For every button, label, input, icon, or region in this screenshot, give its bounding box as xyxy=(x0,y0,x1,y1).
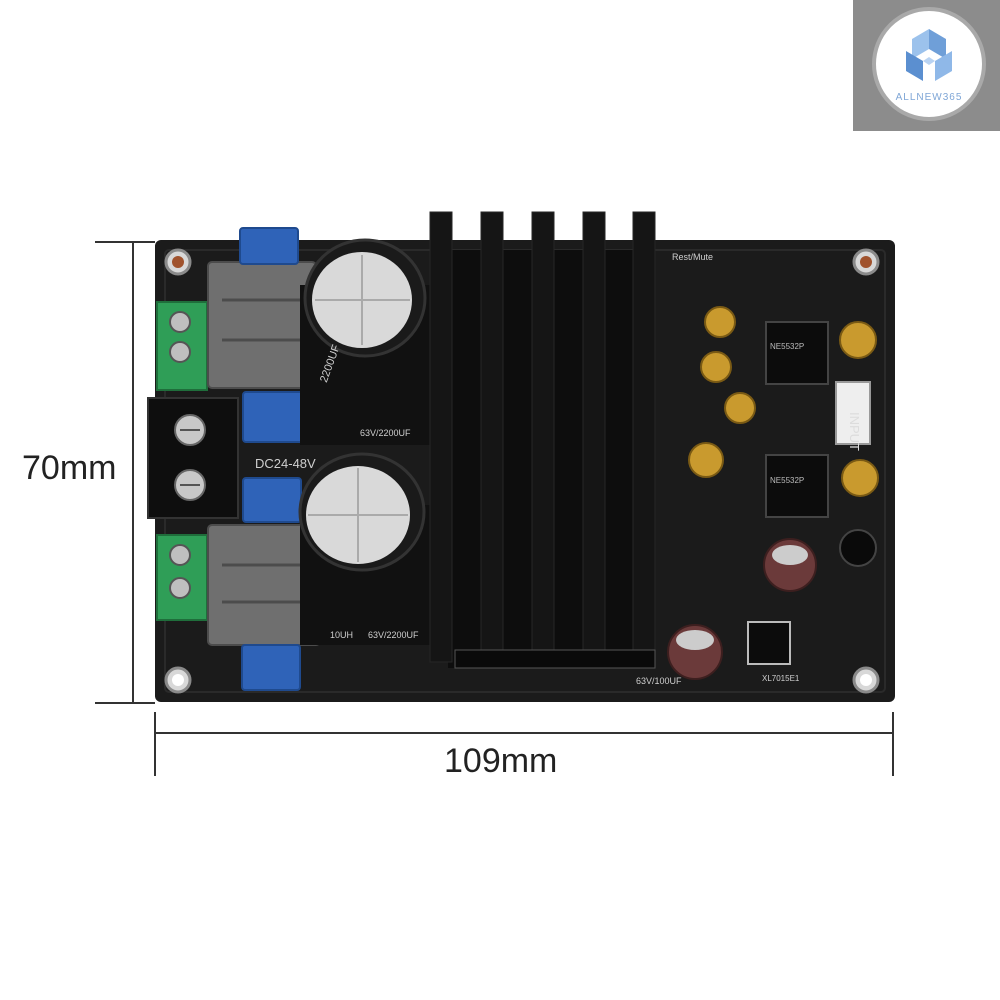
cap-small-label: 63V/100UF xyxy=(636,676,682,686)
cap-label-bottom: 63V/2200UF xyxy=(368,630,419,640)
opamp-chip-top xyxy=(765,321,829,385)
inductor-top xyxy=(207,261,317,389)
electrolytic-capacitor-bottom xyxy=(298,452,435,645)
regulator-label: XL7015E1 xyxy=(762,674,800,683)
heatsink xyxy=(429,211,656,669)
opamp-chip-bottom xyxy=(765,454,829,518)
chip-top-label: NE5532P xyxy=(770,342,805,351)
input-label: INPUT xyxy=(847,412,862,451)
speaker-terminal-top xyxy=(156,301,208,391)
power-label: DC24-48V xyxy=(255,456,316,471)
inductor-label: 10UH xyxy=(330,630,354,640)
reset-label: Rest/Mute xyxy=(672,252,714,262)
width-label: 109mm xyxy=(444,742,558,780)
small-capacitor xyxy=(688,306,879,497)
power-terminal xyxy=(147,397,239,519)
chip-bottom-label: NE5532P xyxy=(770,476,805,485)
regulator-chip xyxy=(747,621,791,665)
inductor-bottom xyxy=(207,524,321,646)
electrolytic-capacitor-top xyxy=(300,238,430,445)
input-connector xyxy=(835,381,871,445)
width-dimension-line xyxy=(154,712,894,776)
watermark-logo xyxy=(872,7,986,121)
cap-label-top: 63V/2200UF xyxy=(360,428,411,438)
small-inductor xyxy=(839,529,877,567)
speaker-terminal-bottom xyxy=(156,534,208,621)
mounting-hole xyxy=(164,248,880,694)
cube-logo-icon xyxy=(906,29,952,81)
height-dimension-line xyxy=(95,241,155,704)
height-label: 70mm xyxy=(22,449,117,487)
watermark-brand-text: ALLNEW365 xyxy=(895,92,963,103)
